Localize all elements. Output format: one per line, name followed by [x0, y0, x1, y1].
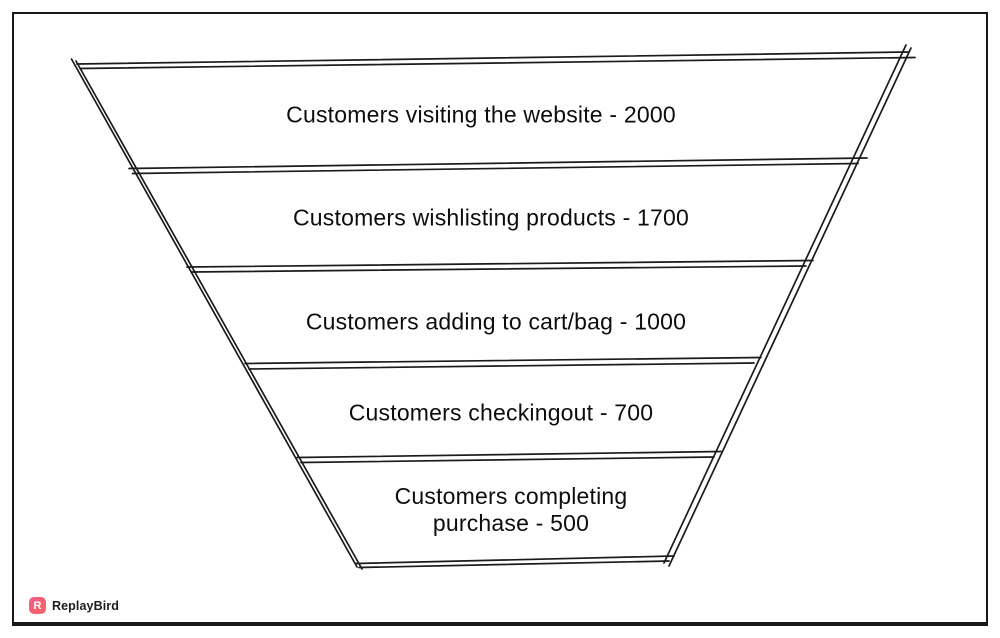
funnel-divider-4 [296, 450, 722, 464]
funnel-left-slant [70, 58, 363, 570]
funnel-stage-label-1: Customers visiting the website - 2000 [286, 101, 676, 128]
funnel-divider-1 [128, 157, 868, 175]
replaybird-watermark: R ReplayBird [29, 597, 119, 614]
funnel-stage-label-3: Customers adding to cart/bag - 1000 [305, 308, 687, 335]
outer-border-frame: Customers visiting the website - 2000 Cu… [12, 12, 988, 626]
funnel-stage-label-4: Customers checkingout - 700 [348, 399, 654, 426]
funnel-stage-label-5: Customers completing purchase - 500 [394, 483, 628, 536]
replaybird-watermark-label: ReplayBird [52, 598, 119, 613]
funnel-divider-2 [186, 259, 814, 273]
funnel-top-edge [76, 51, 916, 70]
funnel-stage-label-2: Customers wishlisting products - 1700 [292, 204, 690, 231]
funnel-divider-3 [244, 356, 762, 370]
funnel-right-slant [663, 44, 912, 567]
replaybird-logo-icon: R [29, 597, 46, 614]
funnel-bottom-edge [355, 555, 675, 569]
replaybird-logo-letter: R [33, 599, 42, 612]
